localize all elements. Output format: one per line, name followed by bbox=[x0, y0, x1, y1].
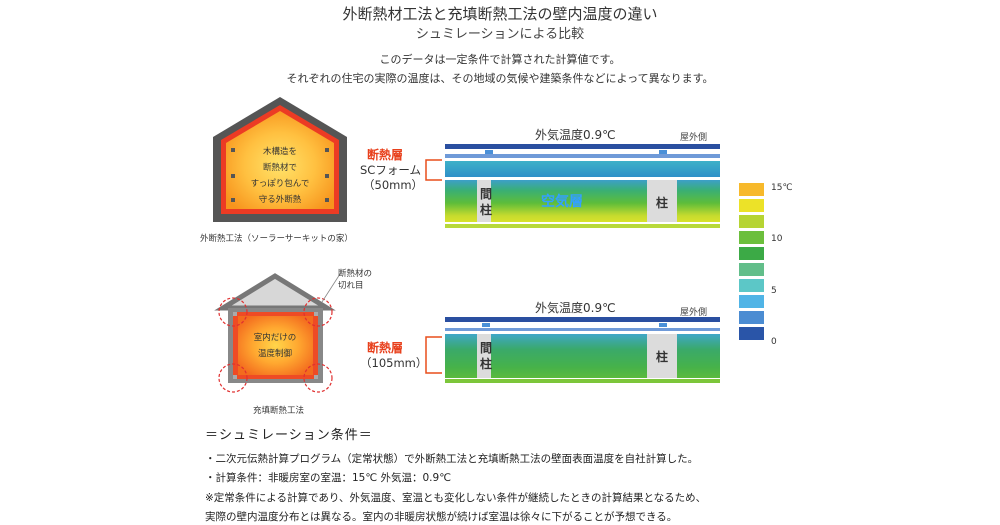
note-line-2: それぞれの住宅の実際の温度は、その地域の気候や建築条件などによって異なります。 bbox=[286, 72, 714, 85]
legend-swatch bbox=[739, 279, 764, 292]
conditions-line-4: 実際の壁内温度分布とは異なる。室内の非暖房状態が続けば室温は徐々に下がることが予… bbox=[205, 511, 678, 523]
legend-swatch bbox=[739, 215, 764, 228]
bottom-insulation-bracket bbox=[425, 336, 442, 374]
legend-swatch bbox=[739, 247, 764, 260]
top-outside-temp: 外気温度0.9℃ bbox=[535, 128, 616, 142]
top-insulation-name: SCフォーム bbox=[360, 163, 421, 177]
bottom-wall-cross-section bbox=[445, 317, 720, 383]
legend-label-15: 15℃ bbox=[771, 183, 793, 193]
legend-swatch bbox=[739, 311, 764, 324]
bottom-pillar bbox=[647, 334, 677, 378]
conditions-title: ＝シュミレーション条件＝ bbox=[205, 428, 373, 443]
top-insulation-band bbox=[445, 161, 720, 177]
legend-swatch bbox=[739, 295, 764, 308]
top-insulation-thickness: （50mm） bbox=[363, 178, 424, 192]
gap-note-line-2: 切れ目 bbox=[338, 281, 364, 291]
gap-marker-top-right bbox=[303, 297, 333, 327]
note-line-1: このデータは一定条件で計算された計算値です。 bbox=[379, 53, 621, 66]
legend-swatch bbox=[739, 327, 764, 340]
house-top-text-3: すっぽり包んで bbox=[250, 179, 310, 189]
top-outside-side: 屋外側 bbox=[680, 133, 708, 143]
top-pillar-label: 柱 bbox=[656, 196, 669, 210]
top-insulation-title: 断熱層 bbox=[367, 148, 404, 162]
roof bbox=[214, 273, 336, 311]
top-air-layer-label: 空気層 bbox=[541, 194, 583, 210]
gap-marker-bottom-right bbox=[303, 363, 333, 393]
house-external-insulation-illustration bbox=[213, 97, 347, 222]
top-pillar bbox=[647, 180, 677, 222]
house-top-text-4: 守る外断熱 bbox=[258, 195, 302, 205]
legend-label-5: 5 bbox=[771, 286, 777, 296]
legend-label-10: 10 bbox=[771, 234, 783, 244]
house-bottom-text-1: 室内だけの bbox=[253, 333, 297, 343]
top-insulation-bracket bbox=[425, 159, 442, 181]
gap-note-leader-line bbox=[321, 273, 341, 303]
house-bottom-caption: 充填断熱工法 bbox=[253, 406, 305, 416]
bottom-pillar-label: 柱 bbox=[656, 350, 669, 364]
top-stud bbox=[477, 180, 491, 222]
heated-interior bbox=[238, 316, 313, 375]
bottom-outside-temp: 外気温度0.9℃ bbox=[535, 301, 616, 315]
bottom-insulation-thickness: （105mm） bbox=[360, 356, 428, 370]
top-exterior-cladding bbox=[445, 144, 720, 149]
legend-label-0: 0 bbox=[771, 337, 777, 347]
conditions-line-1: ・二次元伝熱計算プログラム（定常状態）で外断熱工法と充填断熱工法の壁面表面温度を… bbox=[205, 453, 699, 465]
top-stud-label: 間柱 bbox=[480, 187, 493, 217]
house-top-text-1: 木構造を bbox=[262, 147, 297, 157]
house-bottom-text-2: 温度制御 bbox=[257, 349, 292, 359]
house-top-text-2: 断熱材で bbox=[262, 163, 297, 173]
house-top-caption: 外断熱工法（ソーラーサーキットの家） bbox=[200, 234, 353, 244]
bottom-outside-side: 屋外側 bbox=[680, 308, 708, 318]
bottom-exterior-cladding bbox=[445, 317, 720, 322]
page-title: 外断熱材工法と充填断熱工法の壁内温度の違い bbox=[342, 5, 658, 23]
bottom-stud bbox=[477, 334, 491, 378]
temperature-legend bbox=[739, 183, 764, 343]
gap-marker-bottom-left bbox=[218, 363, 248, 393]
gap-note-line-1: 断熱材の bbox=[338, 269, 373, 279]
bottom-stud-label: 間柱 bbox=[480, 341, 493, 371]
conditions-line-3: ※定常条件による計算であり、外気温度、室温とも変化しない条件が継続したときの計算… bbox=[205, 492, 707, 504]
legend-swatch bbox=[739, 263, 764, 276]
conditions-line-2: ・計算条件：非暖房室の室温：15℃ 外気温：0.9℃ bbox=[205, 472, 451, 484]
legend-swatch bbox=[739, 183, 764, 196]
top-wall-cross-section bbox=[445, 144, 720, 228]
heated-interior bbox=[226, 111, 334, 209]
page-subtitle: シュミレーションによる比較 bbox=[415, 27, 585, 42]
legend-swatch bbox=[739, 199, 764, 212]
bottom-insulation-title: 断熱層 bbox=[367, 341, 404, 355]
house-filled-insulation-illustration bbox=[214, 273, 336, 393]
gap-marker-top-left bbox=[218, 297, 248, 327]
legend-swatch bbox=[739, 231, 764, 244]
